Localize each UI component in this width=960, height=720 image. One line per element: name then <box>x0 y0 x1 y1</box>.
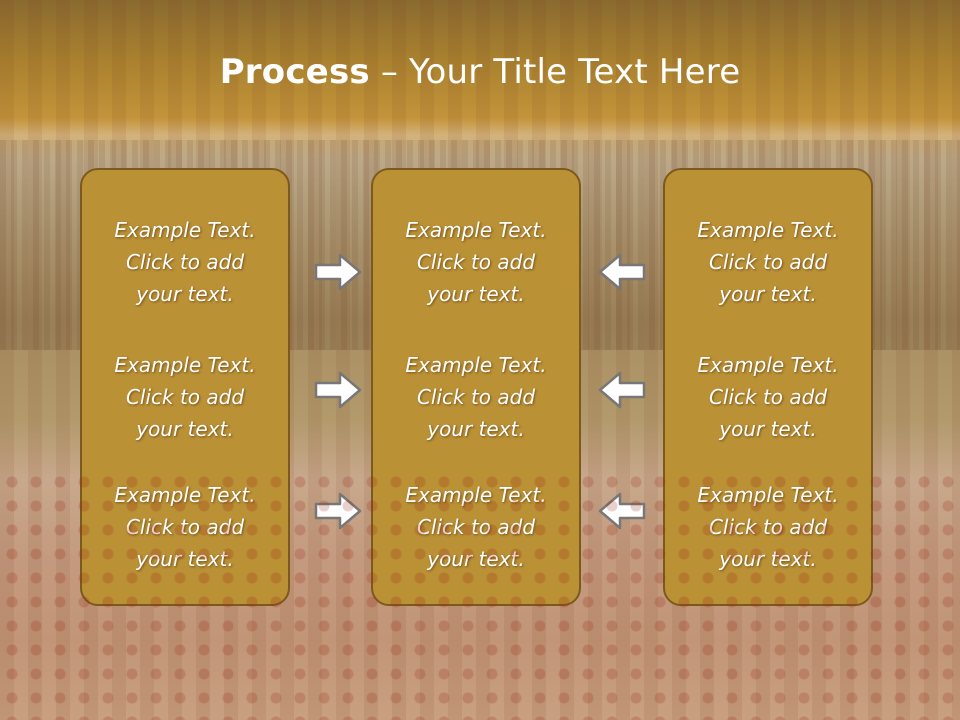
text-line: Example Text. <box>697 483 839 507</box>
text-placeholder[interactable]: Example Text. Click to add your text. <box>665 214 871 310</box>
text-placeholder[interactable]: Example Text. Click to add your text. <box>665 349 871 445</box>
text-placeholder[interactable]: Example Text. Click to add your text. <box>82 479 288 575</box>
right-arrow-icon[interactable] <box>314 370 362 410</box>
text-line: Example Text. <box>114 218 256 242</box>
text-placeholder[interactable]: Example Text. Click to add your text. <box>82 349 288 445</box>
text-line: Click to add <box>708 385 828 409</box>
text-line: Click to add <box>416 385 536 409</box>
text-placeholder[interactable]: Example Text. Click to add your text. <box>373 214 579 310</box>
text-line: Click to add <box>125 250 245 274</box>
text-line: Example Text. <box>405 483 547 507</box>
text-line: Example Text. <box>405 218 547 242</box>
text-line: your text. <box>427 417 525 441</box>
text-line: Click to add <box>416 250 536 274</box>
title-rest-part: – Your Title Text Here <box>369 52 741 92</box>
left-arrow-icon[interactable] <box>598 370 646 410</box>
text-line: your text. <box>136 282 234 306</box>
left-arrow-icon[interactable] <box>598 491 646 531</box>
process-box-right[interactable]: Example Text. Click to add your text. Ex… <box>663 168 873 606</box>
text-line: Click to add <box>125 385 245 409</box>
text-line: your text. <box>136 547 234 571</box>
text-line: your text. <box>719 417 817 441</box>
text-line: your text. <box>719 282 817 306</box>
process-box-left[interactable]: Example Text. Click to add your text. Ex… <box>80 168 290 606</box>
text-placeholder[interactable]: Example Text. Click to add your text. <box>373 349 579 445</box>
text-line: Click to add <box>708 515 828 539</box>
text-line: Example Text. <box>114 483 256 507</box>
text-line: Example Text. <box>697 353 839 377</box>
text-line: your text. <box>427 547 525 571</box>
title-bold-part: Process <box>219 52 370 92</box>
slide-title[interactable]: Process – Your Title Text Here <box>0 52 960 92</box>
text-line: your text. <box>136 417 234 441</box>
right-arrow-icon[interactable] <box>314 491 362 531</box>
process-box-middle[interactable]: Example Text. Click to add your text. Ex… <box>371 168 581 606</box>
text-line: Example Text. <box>405 353 547 377</box>
text-placeholder[interactable]: Example Text. Click to add your text. <box>373 479 579 575</box>
text-line: Click to add <box>416 515 536 539</box>
text-line: your text. <box>719 547 817 571</box>
text-placeholder[interactable]: Example Text. Click to add your text. <box>665 479 871 575</box>
text-line: Example Text. <box>697 218 839 242</box>
left-arrow-icon[interactable] <box>598 252 646 292</box>
text-line: your text. <box>427 282 525 306</box>
text-line: Example Text. <box>114 353 256 377</box>
text-line: Click to add <box>708 250 828 274</box>
text-line: Click to add <box>125 515 245 539</box>
text-placeholder[interactable]: Example Text. Click to add your text. <box>82 214 288 310</box>
right-arrow-icon[interactable] <box>314 252 362 292</box>
